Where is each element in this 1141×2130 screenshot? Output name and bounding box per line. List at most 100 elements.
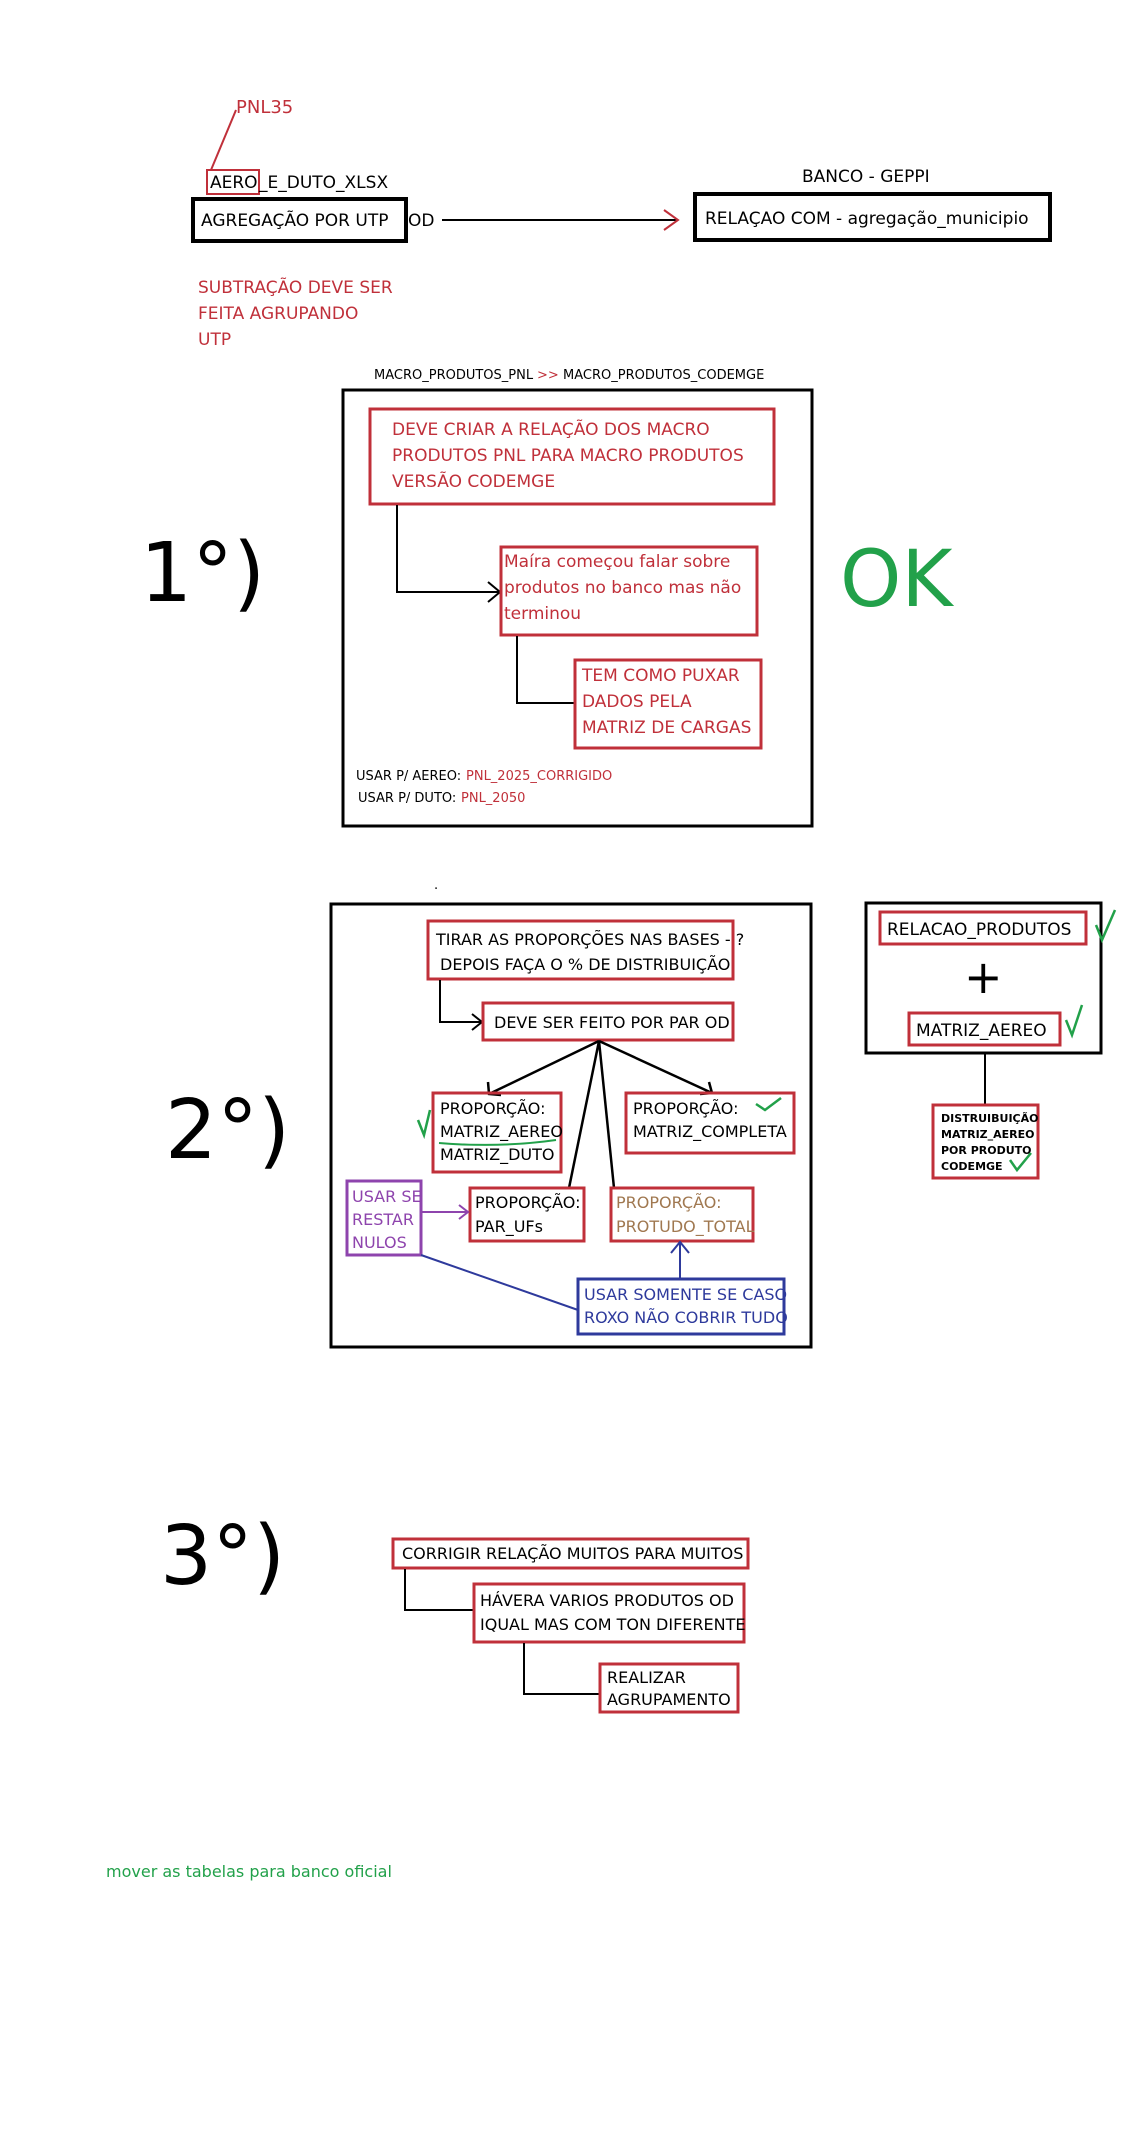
tirar-proporcoes-box [426, 919, 735, 981]
usar-nulos-line-3: NULOS [352, 1233, 407, 1252]
agregacao-utp-box [191, 197, 408, 243]
step3-section: 3°) CORRIGIR RELAÇÃO MUITOS PARA MUITOS … [160, 1509, 750, 1714]
macro-title-separator: >> [537, 368, 559, 383]
matriz-cargas-line-2: DADOS PELA [582, 692, 692, 712]
maira-line-2: produtos no banco mas não [504, 578, 741, 598]
agregacao-utp-text: AGREGAÇÃO POR UTP [201, 209, 388, 231]
prop1-line-2: MATRIZ_AEREO [440, 1122, 563, 1142]
matriz-aereo-box [907, 1011, 1062, 1047]
prop1-line-1: PROPORÇÃO: [440, 1099, 545, 1118]
matriz-cargas-box [573, 658, 763, 750]
prop3-line-1: PROPORÇÃO: [475, 1193, 580, 1212]
connector-box1-box2 [396, 505, 500, 593]
distribuicao-line-1: DISTRUIBUIÇÃO [941, 1112, 1039, 1125]
connector-step3-1 [404, 1569, 473, 1611]
step3-number: 3°) [160, 1509, 285, 1604]
footer-note: mover as tabelas para banco oficial [106, 1862, 392, 1881]
proporcao-matriz-completa-box [624, 1091, 796, 1155]
prop1-line-3: MATRIZ_DUTO [440, 1145, 554, 1165]
usar-se-restar-nulos-box [345, 1179, 423, 1257]
connector-top-parod [439, 980, 482, 1023]
aero-label: AERO [210, 173, 258, 193]
prop4-line-2: PROTUDO_TOTAL [616, 1217, 755, 1237]
par-od-box [481, 1001, 735, 1042]
subtracao-line-2: FEITA AGRUPANDO [198, 304, 358, 324]
relacao-produtos-text: RELACAO_PRODUTOS [887, 920, 1071, 940]
od-label: OD [408, 211, 434, 231]
relacao-agregacao-box [693, 192, 1052, 242]
purple-arrow-head [458, 1204, 470, 1220]
subtracao-line-3: UTP [198, 330, 231, 350]
subtracao-line-1: SUBTRAÇÃO DEVE SER [198, 276, 393, 298]
connector-box2-box3 [516, 636, 574, 704]
prop3-line-2: PAR_UFs [475, 1217, 543, 1237]
pnl35-label: PNL35 [236, 97, 293, 118]
branch-to-prop1 [488, 1039, 600, 1096]
prop2-line-2: MATRIZ_COMPLETA [633, 1122, 787, 1142]
macro-title-right: MACRO_PRODUTOS_CODEMGE [563, 368, 764, 383]
check-icon-matriz-aereo [1064, 1004, 1084, 1039]
relacao-agregacao-text: RELAÇAO COM - agregação_municipio [705, 209, 1029, 229]
matriz-cargas-line-3: MATRIZ DE CARGAS [582, 718, 751, 738]
realizar-line-2: AGRUPAMENTO [607, 1690, 731, 1709]
havera-box [472, 1582, 746, 1644]
check-icon-prop1 [416, 1109, 432, 1140]
maira-line-1: Maíra começou falar sobre [504, 552, 730, 572]
branch-to-prop4 [597, 1040, 616, 1189]
header-section: PNL35 AERO _E_DUTO_XLSX AGREGAÇÃO POR UT… [191, 97, 1052, 350]
criar-relacao-line-3: VERSÃO CODEMGE [392, 470, 555, 492]
pnl35-pointer-line [210, 109, 237, 171]
distribuicao-line-4: CODEMGE [941, 1160, 1003, 1173]
tirar-proporcoes-line-2: DEPOIS FAÇA O % DE DISTRIBUIÇÃO [440, 955, 730, 974]
connector-step3-2 [523, 1643, 599, 1695]
footer-section: mover as tabelas para banco oficial [106, 1862, 392, 1881]
duto-xlsx-label: _E_DUTO_XLSX [258, 173, 388, 193]
distribuicao-box [931, 1103, 1040, 1180]
usar-somente-line-2: ROXO NÃO COBRIR TUDO [584, 1308, 788, 1327]
matriz-aereo-text: MATRIZ_AEREO [916, 1021, 1047, 1041]
stray-dot: . [434, 878, 438, 893]
realizar-agrupamento-box [598, 1662, 740, 1714]
od-arrow-head [663, 209, 680, 231]
check-icon-relacao [1094, 909, 1117, 944]
step2-section: . 2°) TIRAR AS PROPORÇÕES NAS BASES - ? … [165, 878, 1117, 1349]
prop4-line-1: PROPORÇÃO: [616, 1193, 721, 1212]
step2-number: 2°) [165, 1083, 290, 1178]
prop2-line-1: PROPORÇÃO: [633, 1099, 738, 1118]
usar-aereo-value: PNL_2025_CORRIGIDO [466, 769, 612, 784]
maira-box [499, 545, 759, 637]
banco-geppi-label: BANCO - GEPPI [802, 167, 930, 187]
corrigir-relacao-text: CORRIGIR RELAÇÃO MUITOS PARA MUITOS [402, 1544, 743, 1563]
plus-sign: + [964, 950, 1003, 1004]
usar-duto-label: USAR P/ DUTO: [358, 791, 456, 806]
branch-to-prop3 [567, 1040, 601, 1189]
havera-line-2: IQUAL MAS COM TON DIFERENTE [480, 1615, 745, 1634]
distribuicao-line-3: POR PRODUTO [941, 1144, 1032, 1157]
havera-line-1: HÁVERA VARIOS PRODUTOS OD [480, 1591, 734, 1610]
underline-matriz-aereo [438, 1139, 557, 1146]
step1-number: 1°) [140, 526, 265, 621]
maira-line-3: terminou [504, 604, 581, 624]
step1-ok-label: OK [840, 535, 954, 625]
check-icon-distribuicao [1008, 1152, 1032, 1173]
corrigir-relacao-box [391, 1537, 750, 1570]
par-od-text: DEVE SER FEITO POR PAR OD [494, 1013, 730, 1032]
realizar-line-1: REALIZAR [607, 1668, 686, 1687]
blue-arrow-head [670, 1240, 690, 1254]
usar-somente-line-1: USAR SOMENTE SE CASO [584, 1285, 787, 1304]
criar-relacao-line-1: DEVE CRIAR A RELAÇÃO DOS MACRO [392, 418, 710, 440]
usar-duto-value: PNL_2050 [461, 791, 525, 806]
distribuicao-line-2: MATRIZ_AEREO [941, 1128, 1035, 1141]
matriz-cargas-line-1: TEM COMO PUXAR [581, 666, 740, 686]
relacao-matriz-frame [864, 901, 1103, 1055]
proporcao-matriz-aereo-box [431, 1091, 563, 1174]
blue-link-line [420, 1254, 579, 1311]
branch-to-prop2 [598, 1039, 713, 1095]
proporcao-produto-total-box [609, 1186, 755, 1243]
proporcao-par-ufs-box [468, 1186, 586, 1243]
usar-nulos-line-1: USAR SE [352, 1187, 422, 1206]
criar-relacao-line-2: PRODUTOS PNL PARA MACRO PRODUTOS [392, 446, 744, 466]
criar-relacao-box [368, 407, 776, 506]
usar-nulos-line-2: RESTAR [352, 1210, 414, 1229]
